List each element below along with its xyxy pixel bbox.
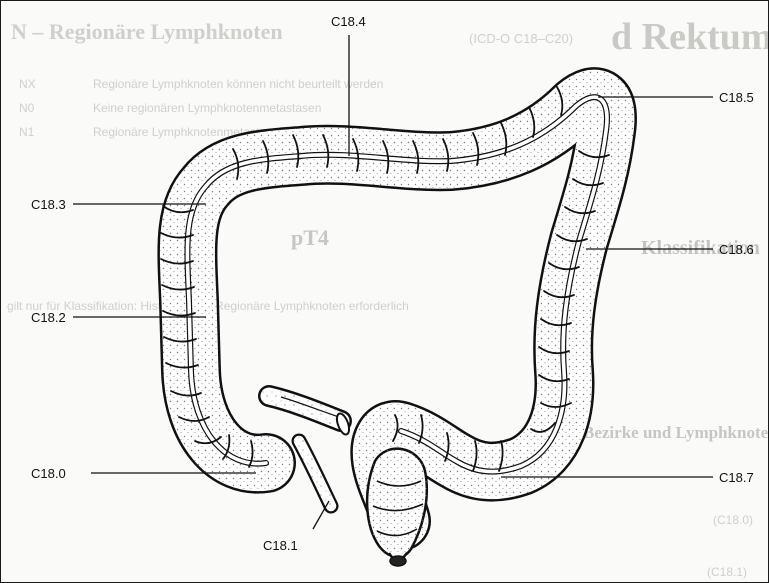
label-c18-0: C18.0 [31, 467, 66, 480]
label-c18-2: C18.2 [31, 311, 66, 324]
label-c18-6: C18.6 [719, 243, 754, 256]
rectum [367, 449, 427, 566]
label-c18-7: C18.7 [719, 471, 754, 484]
label-c18-1: C18.1 [263, 539, 298, 552]
label-c18-3: C18.3 [31, 198, 66, 211]
label-c18-5: C18.5 [719, 91, 754, 104]
terminal-ileum [269, 396, 351, 436]
appendix [299, 441, 331, 506]
leader-c181 [313, 501, 329, 529]
label-c18-4: C18.4 [331, 15, 366, 28]
